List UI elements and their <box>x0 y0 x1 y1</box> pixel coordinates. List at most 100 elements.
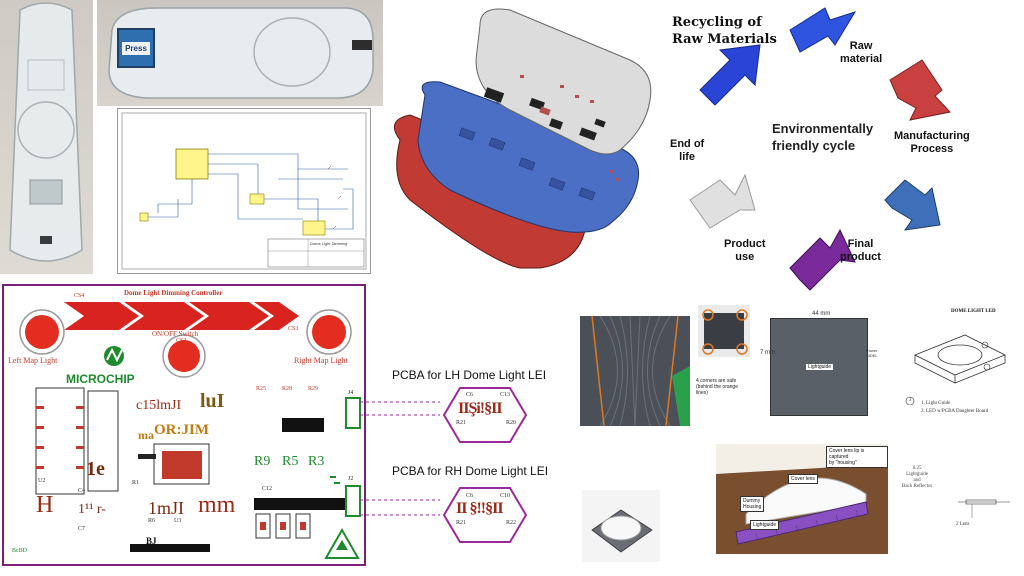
device-photo-front <box>0 0 93 274</box>
silk-ref-j2: J2 <box>348 476 354 482</box>
silk-text-11: R5 <box>282 454 299 469</box>
dome-led-legend-1: 1. Light Guide <box>921 401 951 406</box>
power-side-label: Power SIDEL <box>866 348 878 358</box>
silk-ref-u2: U2 <box>38 478 46 484</box>
left-map-label: Left Map Light <box>8 356 58 365</box>
pcba-lh-ref-c13: C13 <box>500 392 511 398</box>
silk-text-7: 1mJI <box>148 498 184 518</box>
pcba-lh-board <box>442 387 528 443</box>
press-label: Press <box>122 41 150 55</box>
microchip-label: MICROCHIP <box>66 372 135 386</box>
pcba-lh-ref-r21: R21 <box>456 420 467 426</box>
silk-text-5: H <box>36 492 54 518</box>
silk-ref-u3: U3 <box>174 518 182 524</box>
silk-text-3: OR:JIM <box>154 422 209 438</box>
housing-top-illustration <box>108 7 374 99</box>
pcba-lh-label: PCBA for LH Dome Light LEI <box>392 368 547 382</box>
silk-ref-r29: R29 <box>308 386 319 392</box>
lightguide-render <box>580 316 690 426</box>
silk-text-12: R3 <box>308 454 325 469</box>
pcb-title: Dome Light Dimming Controller <box>124 289 223 297</box>
step-manufacturing: Manufacturing Process <box>894 130 970 155</box>
microchip-logo <box>104 346 124 366</box>
silk-text-8: mm <box>198 492 236 518</box>
led-module-render <box>582 490 660 562</box>
dummy-housing-tag: Dummy Housing <box>740 496 765 512</box>
silk-text-1: c15lmJI <box>136 398 182 413</box>
pcba-rh-ref-c10: C10 <box>500 493 511 499</box>
lightguide-dim-drawing: 44 mm 7 mm Lightguide Power SIDEL <box>760 310 888 426</box>
pcba-rh-ref-c6: C6 <box>466 493 474 499</box>
pcba-lh-ref-r20: R20 <box>506 420 517 426</box>
dome-light-led-diagram: DOME LIGHT LED 1. Light Guide 2. LED w/P… <box>895 305 1024 425</box>
raw-material-arrow <box>789 7 857 53</box>
grey-lens <box>475 8 652 155</box>
onoff-switch <box>168 340 200 372</box>
end-of-life-arrow <box>689 173 756 229</box>
right-map-button <box>312 315 346 349</box>
silk-ref-r28: R28 <box>282 386 293 392</box>
exploded-pcb-view <box>393 8 652 269</box>
cs2-label: CS2 <box>176 338 187 344</box>
dim-side: 7 mm <box>760 350 775 356</box>
final-product-arrow <box>884 179 941 231</box>
led-module-shape <box>591 509 653 553</box>
led-iso-drawing <box>905 334 1006 405</box>
silk-ref-c12: C12 <box>262 486 273 492</box>
pcba-rh-code: II §!!§II <box>456 500 504 517</box>
left-map-button <box>25 315 59 349</box>
silk-ref-r1: R1 <box>132 480 140 486</box>
housing-callout: Cover lens lip is captured by "housing" <box>826 446 888 468</box>
side-profile-lens: 2 Lens <box>956 522 970 527</box>
silk-text-6: 1¹¹ r- <box>78 502 106 517</box>
cs4-label: CS4 <box>74 293 85 299</box>
corner-note: 4 corners are safe (behind the orange li… <box>696 378 738 396</box>
side-profile-lines <box>958 499 1010 518</box>
product-use-arrow <box>789 228 856 291</box>
silk-text-2: luI <box>200 390 225 412</box>
dim-top: 44 mm <box>812 311 831 317</box>
cycle-center-text: Environmentally friendly cycle <box>772 121 874 153</box>
silk-text-4: 1e <box>86 458 105 480</box>
silk-ref-bj: BJ <box>146 536 157 546</box>
device-photo-top: Press <box>97 0 383 106</box>
raw-materials-arrow <box>699 44 761 106</box>
silk-ref-c7: C7 <box>78 526 86 532</box>
pcba-lh-ref-c6: C6 <box>466 392 474 398</box>
dome-led-callout-3: 3 <box>909 398 912 403</box>
lightguide-tag: Lightguide <box>806 364 834 370</box>
silk-ref-j4: J4 <box>348 390 354 396</box>
connector-bar-top <box>282 418 324 432</box>
silk-ref-bcbd: BcBD <box>12 548 27 554</box>
silk-text-10: R9 <box>254 454 271 469</box>
step-product-use: Product use <box>724 238 766 263</box>
recycling-cycle-panel: Recycling of Raw Materials Environmental… <box>660 0 1024 300</box>
cs3-label: CS3 <box>288 326 299 332</box>
pcb-smd-parts <box>520 75 620 181</box>
lightguide-section-tag: Lightguide <box>750 520 780 530</box>
housing-section-art <box>716 464 888 554</box>
side-profile-drawing: 0.25 Lightguide and Back Reflector 2 Len… <box>900 466 1024 556</box>
housing-section-render: Cover lens lip is captured by "housing" … <box>716 444 888 554</box>
silk-ref-r6: R6 <box>148 518 156 524</box>
press-button: Press <box>117 28 155 68</box>
cycle-title: Recycling of Raw Materials <box>672 15 777 47</box>
pcb-art <box>19 302 361 559</box>
lightguide-corner-photo <box>698 305 750 357</box>
step-end-of-life: End of life <box>670 138 705 163</box>
corner-detail <box>702 309 748 355</box>
pcba-rh-label: PCBA for RH Dome Light LEI <box>392 464 549 478</box>
cycle-arrows <box>689 7 951 291</box>
step-final-product: Final product <box>840 238 881 263</box>
connector-bar-bottom <box>254 498 346 510</box>
pcba-rh-ref-r22: R22 <box>506 520 517 526</box>
schematic-title-block: Dome Light Dimming <box>310 241 348 246</box>
silk-ref-r25: R25 <box>256 386 267 392</box>
right-map-label: Right Map Light <box>294 356 348 365</box>
step-raw-material: Raw material <box>840 40 883 65</box>
pcba-rh-board <box>442 487 528 543</box>
pcb-components <box>483 87 606 141</box>
pcba-connectors <box>360 401 440 516</box>
pcb-board: Dome Light Dimming Controller CS4 CS1 CS… <box>2 284 366 566</box>
schematic-sheet: Dome Light Dimming <box>117 108 371 274</box>
